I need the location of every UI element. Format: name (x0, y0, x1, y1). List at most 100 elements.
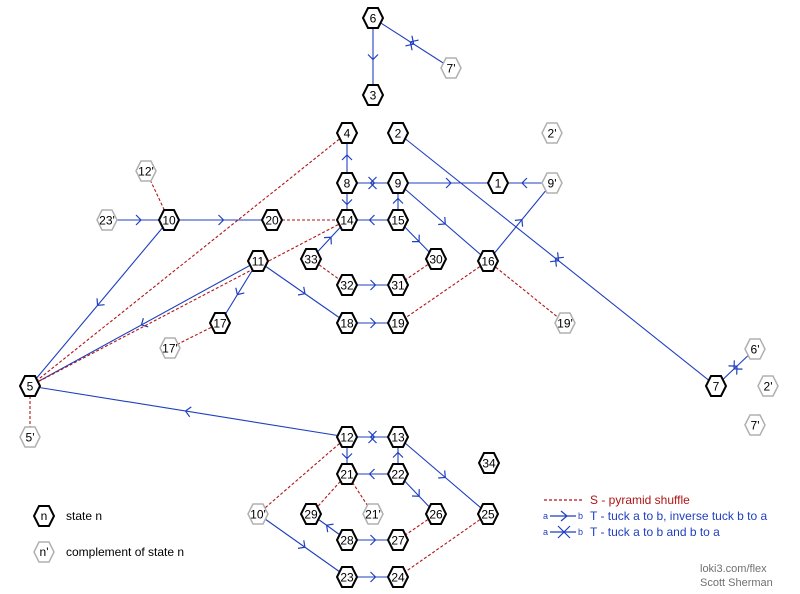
state-label: 30 (429, 253, 443, 267)
state-label: 9' (548, 177, 557, 191)
complement-hexagon (757, 375, 779, 397)
tuck-chevron-icon (341, 453, 353, 460)
state-label: 9 (395, 177, 402, 191)
tuck-chevron-icon (323, 236, 332, 245)
state-node: 17 (208, 312, 232, 334)
complement-state-node: 7' (440, 57, 462, 79)
complement-state-node: 17' (159, 337, 181, 359)
complement-hexagon (541, 122, 563, 144)
state-label: 8 (344, 177, 351, 191)
complement-hexagon (440, 57, 462, 79)
edge-tuck (29, 260, 259, 387)
state-node: 13 (386, 426, 410, 448)
state-label: 27 (391, 534, 405, 548)
state-label: 12 (340, 431, 354, 445)
tuck-chevron-forward-icon (368, 430, 376, 444)
state-node: 9 (386, 172, 410, 194)
complement-hexagon (554, 312, 576, 334)
state-label: 15 (391, 214, 405, 228)
tuck-chevron-icon (218, 214, 225, 226)
state-hexagon (386, 529, 410, 551)
state-node: 26 (424, 503, 448, 525)
tuck-chevron-icon (370, 317, 377, 329)
tuck-chevron-icon (370, 534, 377, 546)
edge-tuck (487, 182, 553, 262)
credit-site: loki3.com/flex (700, 563, 767, 575)
state-node: 27 (386, 529, 410, 551)
tuck-chevron-icon (445, 177, 452, 189)
tuck-chevron-forward-icon (405, 35, 415, 47)
state-hexagon (476, 503, 500, 525)
tuck-chevron-icon (412, 234, 420, 243)
tuck-chevron-icon (438, 470, 446, 479)
edge-tuck (397, 436, 489, 515)
state-node: 2 (386, 122, 410, 144)
complement-state-node: 9' (541, 172, 563, 194)
tuck-chevron-forward-icon (550, 252, 560, 263)
state-hexagon (335, 209, 359, 231)
tuck-line (257, 513, 348, 578)
state-label: 4 (344, 127, 351, 141)
state-hexagon (18, 375, 42, 397)
shuffle-line (257, 436, 348, 515)
tuck-chevron-icon (135, 214, 142, 226)
state-label: 2 (395, 127, 402, 141)
shuffle-line (397, 513, 489, 578)
legend-tuck-end-a: a (543, 511, 548, 521)
state-hexagon (246, 250, 270, 272)
legend-both-label: T - tuck a to b and b to a (590, 525, 720, 539)
legend-complement-hexagon (33, 541, 55, 563)
state-label: 1 (495, 177, 502, 191)
state-label: 21 (340, 468, 354, 482)
state-node: 19 (386, 312, 410, 334)
state-hexagon (477, 452, 501, 474)
tuck-chevron-forward-icon (728, 365, 738, 375)
state-hexagon (299, 248, 323, 270)
state-label: 12' (138, 165, 154, 179)
tuck-chevron-icon (521, 177, 528, 189)
state-hexagon (386, 172, 410, 194)
tuck-chevron-icon (392, 197, 404, 204)
state-label: 19' (557, 317, 573, 331)
legend-both-chevron-back-icon (563, 525, 571, 539)
state-label: 17' (162, 342, 178, 356)
state-hexagon (386, 312, 410, 334)
tuck-chevron-back-icon (554, 256, 564, 267)
edge-shuffle (257, 436, 348, 515)
state-hexagon (299, 503, 323, 525)
shuffle-line (310, 473, 348, 515)
state-hexagon (361, 7, 385, 29)
state-label: 17 (213, 317, 227, 331)
legend-state-label: state n (66, 509, 102, 523)
state-node: 33 (299, 248, 323, 270)
edge-tuck (257, 260, 348, 324)
tuck-chevron-icon (235, 287, 245, 296)
shuffle-line (29, 219, 348, 387)
state-node: 14 (335, 209, 359, 231)
state-node: 28 (335, 529, 359, 551)
state-hexagon (486, 172, 510, 194)
state-hexagon (386, 122, 410, 144)
state-hexagon (386, 209, 410, 231)
legend-complement-label: complement of state n (66, 545, 184, 559)
state-node: 25 (476, 503, 500, 525)
state-label: 20 (265, 214, 279, 228)
legend-both-end-a: a (543, 527, 548, 537)
state-label: 25 (481, 508, 495, 522)
state-hexagon (335, 172, 359, 194)
complement-state-node: 2' (541, 122, 563, 144)
complement-state-node: 23' (96, 209, 118, 231)
edge-shuffle (29, 132, 348, 387)
legend-state-symbol: n (32, 505, 56, 527)
state-node: 1 (486, 172, 510, 194)
state-node: 10 (157, 209, 181, 231)
state-node: 24 (386, 566, 410, 588)
tuck-line (219, 260, 259, 324)
tuck-chevron-icon (96, 298, 105, 306)
state-label: 13 (391, 431, 405, 445)
state-label: 5' (26, 431, 35, 445)
state-node: 31 (386, 274, 410, 296)
tuck-chevron-icon (341, 154, 353, 161)
state-hexagon (260, 209, 284, 231)
